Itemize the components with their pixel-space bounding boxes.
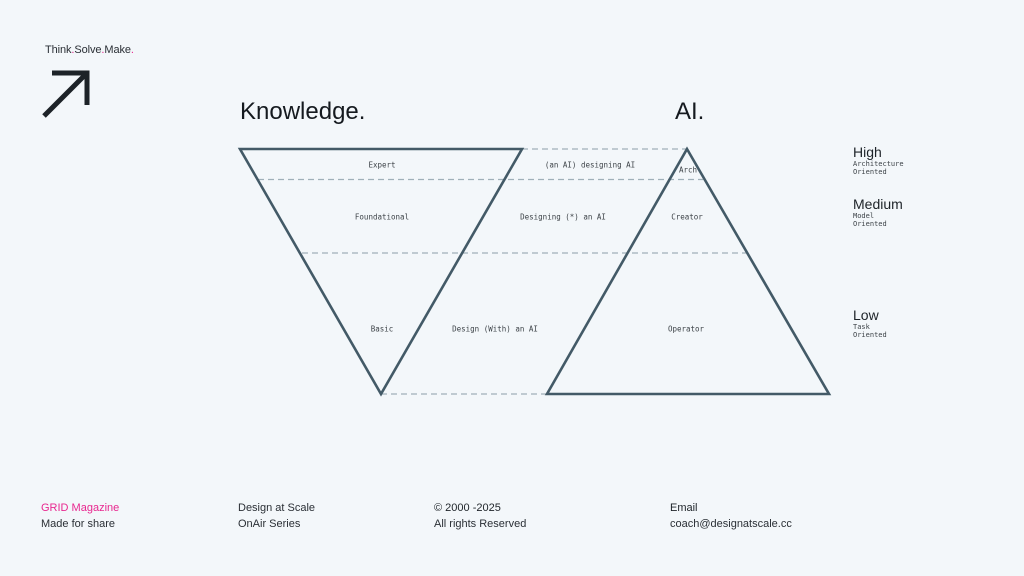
- level-medium-sub2: Oriented: [853, 220, 887, 228]
- knowledge-inverted-triangle: [237, 147, 525, 397]
- level-medium-sub1: Model: [853, 212, 875, 220]
- ai-level-arch: Arch: [678, 165, 698, 175]
- footer-email-label: Email: [670, 502, 698, 514]
- brand-dot: .: [71, 44, 75, 56]
- brand-make: Make: [104, 44, 131, 56]
- brand-dot: .: [101, 44, 105, 56]
- level-high-name: High: [853, 144, 882, 160]
- level-high-sub1: Architecture: [853, 160, 904, 168]
- level-medium-name: Medium: [853, 196, 903, 212]
- footer-magazine-name: GRID Magazine: [41, 502, 120, 514]
- ai-level-operator: Operator: [667, 324, 705, 334]
- ai-triangle: [544, 146, 832, 396]
- footer-email-link[interactable]: coach@designatscale.cc: [670, 517, 792, 530]
- footer-series-title: Design at Scale: [238, 502, 316, 514]
- level-high: High Architecture Oriented: [853, 144, 904, 176]
- knowledge-level-foundational: Foundational: [354, 212, 410, 222]
- level-medium: Medium Model Oriented: [853, 196, 903, 228]
- ai-title: AI.: [675, 98, 705, 125]
- knowledge-level-basic: Basic: [370, 324, 394, 334]
- footer-series-sub: OnAir Series: [238, 517, 301, 530]
- level-low: Low Task Oriented: [853, 307, 887, 339]
- footer-copyright-years: © 2000 -2025: [434, 502, 501, 514]
- footer-series: Design at Scale OnAir Series: [238, 501, 315, 532]
- ai-level-creator: Creator: [671, 212, 703, 222]
- knowledge-level-expert: Expert: [368, 160, 396, 170]
- brand-solve: Solve: [74, 44, 102, 56]
- brand-tagline: Think.Solve.Make.: [45, 44, 134, 56]
- relation-medium: Designing (*) an AI: [520, 212, 606, 222]
- dashed-guides: [258, 148, 746, 395]
- footer-copyright-rights: All rights Reserved: [434, 517, 527, 530]
- level-low-name: Low: [853, 307, 879, 323]
- footer-copyright: © 2000 -2025 All rights Reserved: [434, 501, 526, 532]
- relation-high: (an AI) designing AI: [544, 160, 636, 170]
- relation-low: Design (With) an AI: [452, 324, 538, 334]
- brand-dot: .: [130, 44, 134, 56]
- footer-email: Email coach@designatscale.cc: [670, 501, 792, 532]
- footer-magazine-tagline: Made for share: [41, 517, 115, 530]
- level-high-sub2: Oriented: [853, 168, 887, 176]
- knowledge-title: Knowledge.: [240, 98, 366, 125]
- brand-think: Think: [45, 44, 72, 56]
- level-low-sub2: Oriented: [853, 331, 887, 339]
- arrow-up-right-icon: [42, 70, 90, 118]
- footer-magazine: GRID Magazine Made for share: [41, 501, 119, 532]
- level-low-sub1: Task: [853, 323, 870, 331]
